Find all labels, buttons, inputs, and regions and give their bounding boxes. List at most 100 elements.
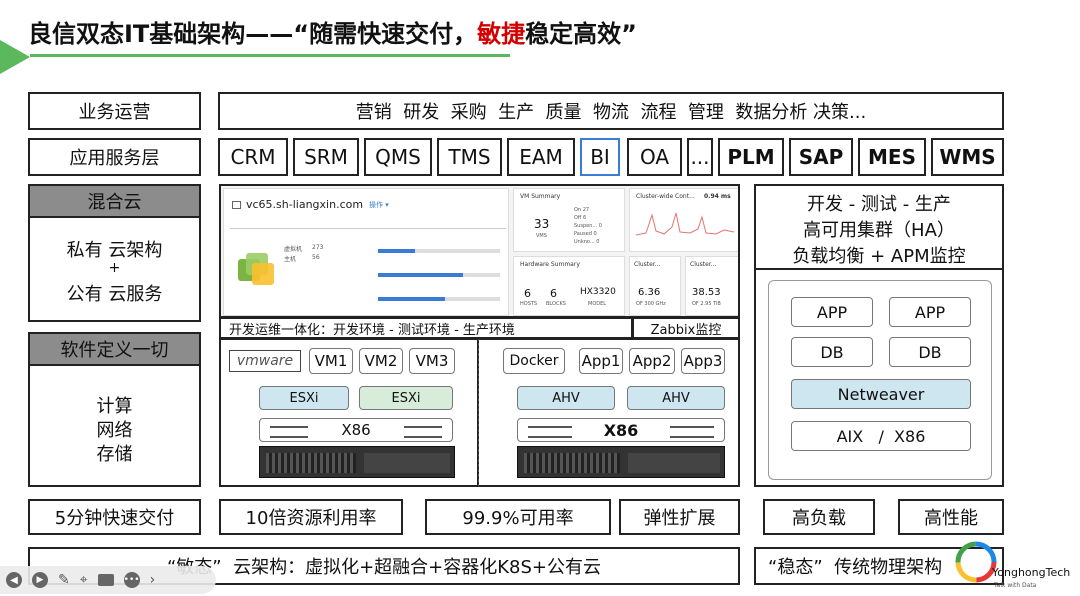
vm-state-unknown: Unkno... 0: [574, 239, 600, 245]
target-icon[interactable]: ⌖: [79, 572, 88, 588]
hw-model: HX3320: [580, 287, 616, 297]
private-cloud-text: 私有 云架构: [66, 240, 163, 261]
zabbix-monitoring: Zabbix监控: [632, 317, 740, 339]
title-highlight: 敏捷: [477, 20, 526, 48]
vcenter-host: vc65.sh-liangxin.com: [246, 198, 364, 211]
vcenter-card: vc65.sh-liangxin.com 操作 ▾ 虚拟机 273 主机 56: [223, 188, 509, 316]
latency-title: Cluster-wide Cont...: [636, 193, 695, 200]
vm-summary-card: VM Summary 33 VMS On 27 Off 6 Suspen... …: [513, 188, 625, 252]
vm2-box: VM2: [359, 348, 403, 374]
vm-count: 33: [534, 217, 550, 231]
mem-usage-bar: [378, 273, 500, 277]
hw-model-label: MODEL: [588, 301, 607, 307]
yonghong-logo-icon: [952, 538, 1000, 586]
vm-summary-title: VM Summary: [520, 193, 561, 200]
screen-icon[interactable]: [97, 574, 114, 586]
app-more: ...: [687, 138, 713, 176]
title-prefix: 良信双态IT基础架构——“随需快速交付，: [28, 20, 478, 48]
app2-box: App2: [629, 348, 675, 374]
app-box-1: APP: [791, 297, 873, 327]
vcenter-tabs: [230, 219, 506, 229]
hw-hosts: 6: [524, 287, 531, 300]
vmware-x86-box: X86: [259, 418, 453, 442]
cpu-usage-bar: [378, 249, 500, 253]
metric-elastic: 弹性扩展: [619, 499, 740, 535]
cluster-cpu-value: 6.36: [638, 287, 661, 298]
metric-availability: 99.9%可用率: [425, 499, 611, 535]
prev-icon[interactable]: ◀: [6, 572, 22, 588]
vcenter-hosts-count: 56: [312, 254, 320, 261]
sdx-header: 软件定义一切: [28, 332, 201, 366]
app-plm: PLM: [718, 138, 784, 176]
hw-hosts-label: HOSTS: [520, 301, 538, 307]
netweaver-box: Netweaver: [791, 379, 971, 409]
vmware-logo: vmware: [229, 350, 301, 372]
stable-line3: 负载均衡 + APM监控: [792, 246, 966, 267]
vm-state-off: Off 6: [574, 215, 587, 221]
title-accent-bar: [0, 40, 30, 74]
vm1-box: VM1: [309, 348, 353, 374]
app-wms: WMS: [931, 138, 1004, 176]
app-sap: SAP: [789, 138, 853, 176]
cluster-mem-value: 38.53: [692, 287, 721, 298]
app1-box: App1: [579, 348, 623, 374]
play-icon[interactable]: ▶: [32, 572, 48, 588]
cluster-cpu-title: Cluster...: [634, 261, 661, 268]
vcenter-action: 操作 ▾: [369, 201, 389, 209]
storage-usage-bar: [378, 297, 500, 301]
app-layer-label: 应用服务层: [28, 138, 201, 176]
vcenter-host-icon: [232, 201, 241, 209]
hw-blocks: 6: [550, 287, 557, 300]
vsphere-logo-icon: [236, 249, 276, 289]
sap-stack: APP APP DB DB Netweaver AIX / X86: [768, 280, 992, 480]
app-qms: QMS: [364, 138, 432, 176]
brand-name: YonghongTech: [992, 566, 1071, 579]
app-oa: OA: [627, 138, 682, 176]
cluster-cpu-card: Cluster... 6.36 OF 300 GHz: [629, 256, 681, 316]
hardware-card: Hardware Summary 6 HOSTS 6 BLOCKS HX3320…: [513, 256, 625, 316]
stable-line1: 开发 - 测试 - 生产: [807, 194, 951, 215]
ahv-2: AHV: [627, 386, 725, 410]
plus-text: +: [108, 260, 121, 276]
app-box-2: APP: [889, 297, 971, 327]
vm-state-on: On 27: [574, 207, 590, 213]
cluster-cpu-sub: OF 300 GHz: [636, 301, 666, 307]
brand-tagline: Talk with Data: [994, 582, 1037, 589]
nutanix-x86-box: X86: [517, 418, 725, 442]
hw-blocks-label: BLOCKS: [546, 301, 566, 307]
sdx-panel: 软件定义一切 计算 网络 存储: [28, 332, 201, 487]
sdx-compute: 计算: [96, 396, 133, 417]
docker-box: Docker: [503, 348, 565, 374]
next-icon[interactable]: ›: [149, 572, 156, 588]
aix-x86-box: AIX / X86: [791, 421, 971, 451]
latency-value: 0.94 ms: [704, 193, 731, 200]
latency-card: Cluster-wide Cont... 0.94 ms: [629, 188, 738, 252]
metric-high-performance: 高性能: [898, 499, 1004, 535]
vm3-box: VM3: [409, 348, 455, 374]
devops-bar: 开发运维一体化：开发环境 - 测试环境 - 生产环境: [219, 317, 633, 339]
metric-high-load: 高负载: [763, 499, 875, 535]
stable-line2: 高可用集群（HA）: [803, 220, 955, 241]
esxi-1: ESXi: [259, 386, 349, 410]
business-items: 营销 研发 采购 生产 质量 物流 流程 管理 数据分析 决策...: [218, 92, 1004, 130]
more-icon[interactable]: •••: [123, 572, 140, 588]
metric-utilization: 10倍资源利用率: [219, 499, 403, 535]
app-eam: EAM: [507, 138, 575, 176]
cluster-mem-title: Cluster...: [690, 261, 717, 268]
pen-icon[interactable]: ✎: [58, 572, 70, 588]
stable-divider: [754, 268, 1004, 270]
public-cloud-text: 公有 云服务: [66, 284, 163, 305]
vm-count-label: VMS: [536, 233, 547, 239]
title-suffix: 稳定高效”: [525, 20, 637, 48]
app-crm: CRM: [218, 138, 288, 176]
vm-state-suspended: Suspen... 0: [574, 223, 602, 229]
nutanix-x86-label: X86: [603, 420, 639, 440]
sdx-network: 网络: [96, 420, 133, 441]
cluster-mem-card: Cluster... 38.53 OF 2.95 TiB: [685, 256, 738, 316]
vmware-logo-text: vmware: [236, 353, 294, 369]
page-title: 良信双态IT基础架构——“随需快速交付，敏捷稳定高效”: [28, 14, 637, 49]
vmware-stack: vmware VM1 VM2 VM3 ESXi ESXi X86: [219, 338, 479, 487]
sdx-storage: 存储: [96, 444, 133, 465]
app3-box: App3: [681, 348, 725, 374]
player-toolbar: ◀ ▶ ✎ ⌖ ••• ›: [0, 566, 216, 594]
